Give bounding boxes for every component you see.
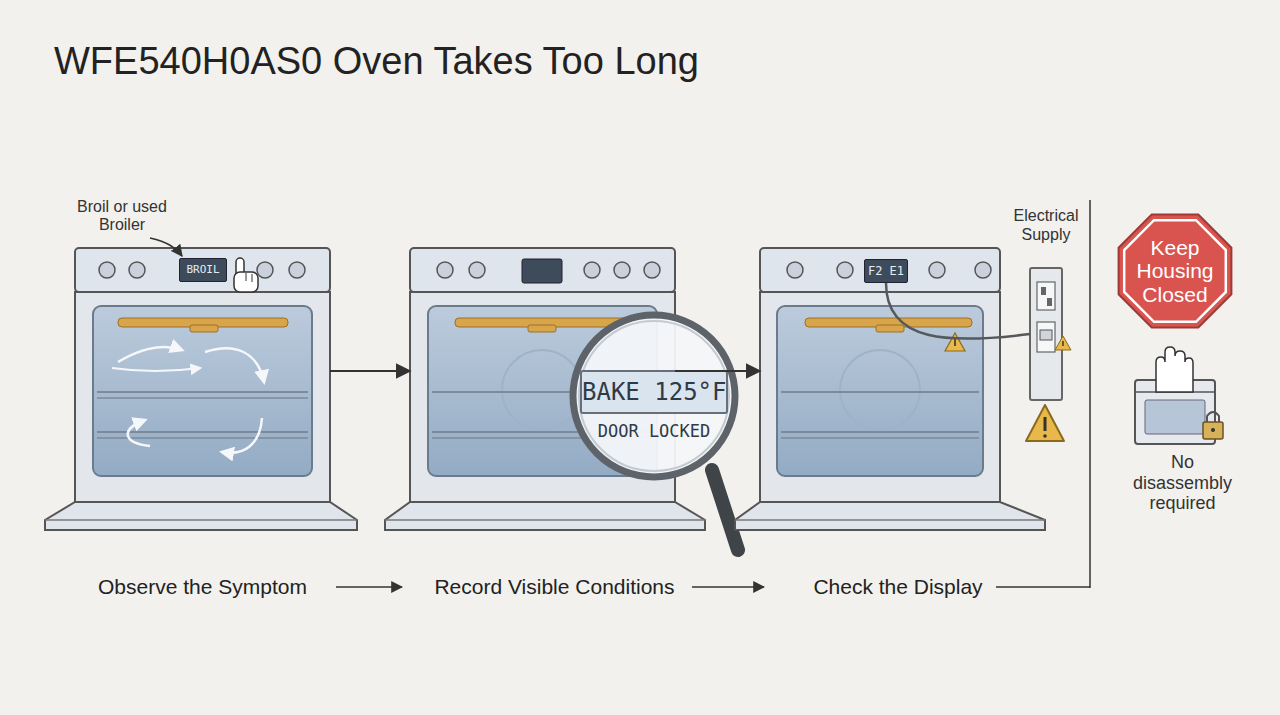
power-cord: [886, 283, 1030, 339]
diagram-title: WFE540H0AS0 Oven Takes Too Long: [54, 40, 699, 84]
step-caption: Record Visible Conditions: [365, 574, 745, 599]
flow-arrow: [692, 586, 764, 588]
supply-label: Electrical Supply: [996, 206, 1096, 244]
magnifier-handle: [712, 470, 738, 550]
step-caption: Observe the Symptom: [13, 574, 393, 599]
stop-sign: Keep Housing Closed: [1112, 208, 1238, 334]
flow-arrow: [336, 586, 402, 588]
oven-panel: Observe the SymptomBROIL: [75, 248, 330, 502]
oven-panel: Record Visible ConditionsBAKE 125°FDOOR …: [410, 248, 675, 502]
display-text: F2 E1: [865, 260, 907, 282]
lens-glass: [573, 315, 735, 477]
outlet-panel: [1030, 268, 1071, 400]
lens-ring: [579, 321, 729, 471]
divider-line: [1089, 200, 1091, 588]
control-display: F2 E1: [864, 259, 908, 283]
stop-fill: [1119, 215, 1232, 328]
note-label: No disassembly required: [1125, 452, 1240, 514]
leader-line: [150, 238, 182, 256]
control-display: BROIL: [179, 258, 227, 282]
warning-symbol: [1026, 405, 1064, 441]
flow-line: [996, 586, 1090, 588]
no-disassembly-icon: [1135, 347, 1223, 444]
oven-drawing: [45, 248, 357, 530]
stop-text-box: Keep Housing Closed: [1126, 222, 1224, 320]
display-readout: BAKE 125°F: [580, 370, 728, 414]
stop-text: Keep Housing Closed: [1127, 236, 1223, 307]
status-text: DOOR LOCKED: [568, 420, 740, 442]
electrical-supply-box: Electrical Supply: [1030, 268, 1062, 400]
callout-label: Broil or used Broiler: [67, 198, 177, 235]
oven-drawing: [735, 248, 1045, 530]
hand-cursor: [234, 258, 258, 292]
display-text: BROIL: [180, 259, 226, 281]
magnifier-lens: BAKE 125°F DOOR LOCKED: [568, 310, 740, 482]
step-caption: Check the Display: [708, 574, 1088, 599]
flow-arrow: [675, 370, 760, 372]
flow-arrow: [330, 370, 410, 372]
oven-panel: Check the DisplayF2 E1: [760, 248, 1000, 502]
stop-inner-border: [1124, 220, 1226, 322]
